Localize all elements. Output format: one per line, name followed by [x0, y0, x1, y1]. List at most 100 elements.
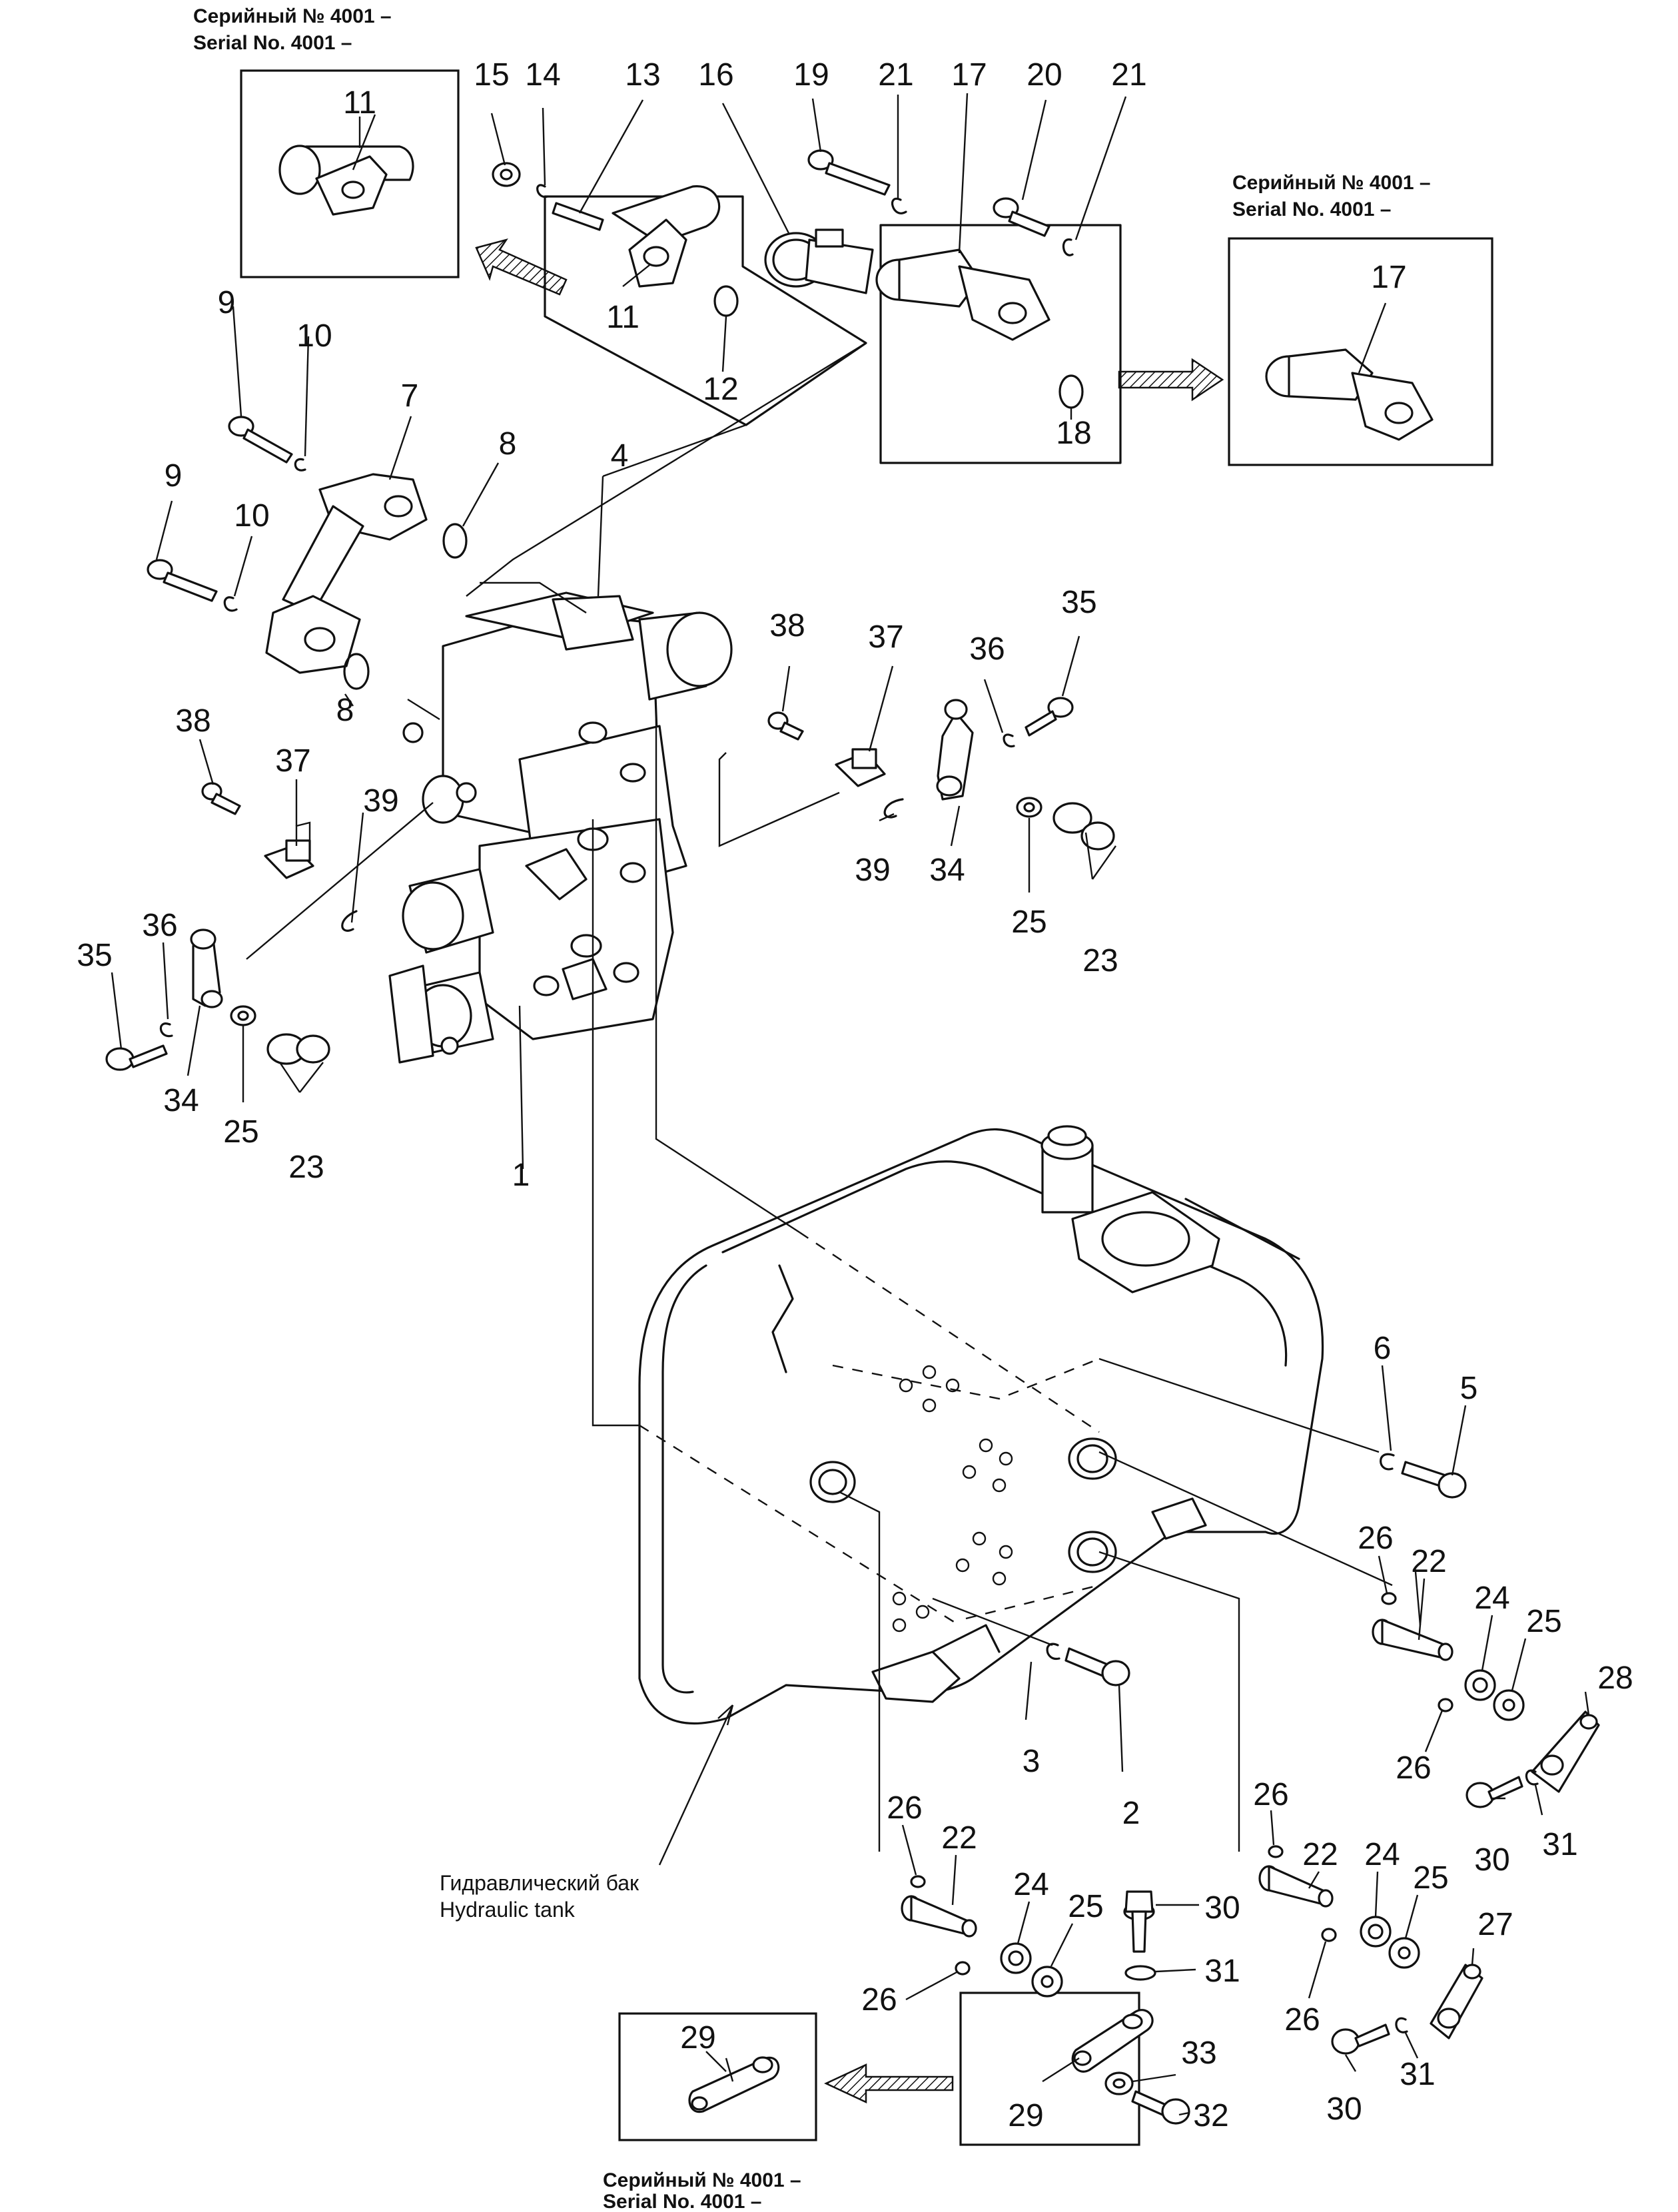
callout-23-left: 23	[288, 1150, 324, 1185]
washer-33	[1104, 2071, 1134, 2095]
callout-4: 4	[611, 438, 629, 474]
washer-10-upper	[294, 458, 306, 472]
control-valve-1	[388, 591, 733, 1064]
svg-text:Серийный № 4001 –: Серийный № 4001 –	[603, 2169, 801, 2191]
washer-25-left	[230, 1005, 256, 1026]
callout-35-right: 35	[1061, 585, 1096, 620]
callout-36-left: 36	[142, 908, 177, 943]
callout-31-lr: 31	[1400, 2057, 1435, 2092]
pin-26-upper-right-b	[1438, 1698, 1454, 1712]
lever-34-left	[190, 928, 223, 1008]
hydraulic-tank-caption: Гидравлический бак Hydraulic tank	[440, 1871, 639, 1922]
shaft-22-center	[901, 1895, 977, 1938]
serial-note-top-right: Серийный № 4001 – Serial No. 4001 –	[1232, 172, 1431, 220]
svg-text:Serial No. 4001 –: Serial No. 4001 –	[603, 2191, 761, 2212]
callout-11: 11	[606, 300, 639, 335]
washer-25-lower-right	[1388, 1937, 1420, 1969]
callout-1: 1	[512, 1158, 530, 1193]
callout-30-lr: 30	[1326, 2091, 1362, 2127]
callout-numbers: 11 15 14 13 16 19 21 17 20 21 17 11 12 1…	[77, 57, 1633, 2133]
callout-19: 19	[793, 57, 829, 93]
arrow-to-inset-29	[824, 2063, 954, 2103]
clamp-16	[764, 228, 874, 294]
washer-10-lower	[223, 596, 238, 612]
callout-15: 15	[474, 57, 509, 93]
serial-note-top-left: Серийный № 4001 – Serial No. 4001 –	[193, 5, 392, 54]
shaft-22-lower-right	[1258, 1865, 1334, 1908]
callout-29: 29	[1008, 2098, 1043, 2133]
callout-30-c: 30	[1204, 1890, 1240, 1926]
callout-14: 14	[525, 57, 560, 93]
nut-15	[492, 162, 521, 187]
inset-box-pipe-17	[1228, 237, 1493, 466]
washer-21-left	[891, 197, 907, 214]
svg-text:Серийный № 4001 –: Серийный № 4001 –	[193, 5, 392, 27]
callout-9-lower: 9	[165, 458, 183, 494]
washer-25-right	[1016, 797, 1043, 818]
callout-31-ur: 31	[1542, 1827, 1577, 1862]
callout-26-ur-b: 26	[1396, 1750, 1431, 1786]
callout-26-c-a: 26	[887, 1790, 922, 1826]
o-ring-12	[713, 285, 739, 317]
washer-14	[536, 184, 549, 198]
svg-text:Гидравлический бак: Гидравлический бак	[440, 1871, 639, 1895]
callout-31-c: 31	[1204, 1954, 1240, 1989]
callout-28: 28	[1597, 1660, 1633, 1696]
callout-22-ur: 22	[1411, 1544, 1446, 1579]
svg-text:Serial No. 4001 –: Serial No. 4001 –	[1232, 198, 1391, 220]
callout-17: 17	[951, 57, 987, 93]
bolt-35-left	[105, 1044, 168, 1071]
pin-26-center-a	[910, 1875, 926, 1888]
arrow-to-inset-17	[1118, 358, 1224, 402]
washer-24-lower-right	[1360, 1916, 1392, 1948]
washer-24-center	[1000, 1942, 1032, 1974]
pin-26-center-b	[955, 1961, 971, 1976]
lever-29	[1071, 2009, 1154, 2073]
bolt-9-upper	[228, 416, 293, 464]
callout-13: 13	[625, 57, 660, 93]
bushing-23-left	[266, 1033, 330, 1065]
bolt-38-right	[767, 711, 804, 741]
callout-7: 7	[401, 378, 419, 414]
callout-25-c: 25	[1068, 1889, 1103, 1924]
shaft-22-upper-right	[1372, 1619, 1454, 1661]
callout-22-lr: 22	[1302, 1837, 1338, 1872]
pin-26-upper-right-a	[1381, 1592, 1397, 1605]
pin-39-right	[883, 798, 904, 819]
callout-24-c: 24	[1013, 1867, 1049, 1902]
bolt-35-right	[1025, 697, 1074, 737]
callout-37-right: 37	[868, 619, 903, 655]
elbow-7	[265, 473, 428, 674]
callout-9-upper: 9	[218, 285, 236, 320]
callout-16: 16	[698, 57, 733, 93]
serial-note-bottom: Серийный № 4001 – Serial No. 4001 –	[603, 2169, 801, 2212]
callout-17-inset: 17	[1371, 260, 1406, 295]
bracket-37-left	[264, 821, 314, 879]
callout-26-c-b: 26	[861, 1982, 897, 2018]
washer-6	[1380, 1453, 1395, 1471]
callout-8-upper: 8	[499, 426, 517, 462]
hydraulic-tank	[638, 1125, 1324, 1724]
callout-26-lr-a: 26	[1253, 1777, 1288, 1812]
inset-box-elbow-11	[240, 69, 460, 278]
stud-13	[552, 202, 604, 231]
callout-25-right: 25	[1011, 905, 1047, 940]
callout-3: 3	[1023, 1744, 1041, 1779]
bolt-30-center	[1123, 1890, 1155, 1953]
callout-21-right: 21	[1111, 57, 1146, 93]
callout-39-right: 39	[855, 853, 890, 888]
callout-25-ur: 25	[1526, 1604, 1561, 1639]
pin-26-lower-right-b	[1321, 1928, 1337, 1942]
bolt-38-left	[201, 782, 241, 815]
callout-34-right: 34	[929, 853, 965, 888]
callout-25-left: 25	[223, 1114, 258, 1150]
callout-34-left: 34	[163, 1083, 199, 1118]
bolt-5	[1401, 1461, 1467, 1499]
bolt-19	[807, 149, 891, 196]
connector-lines	[246, 342, 1393, 1852]
washer-36-left	[159, 1022, 173, 1038]
bolt-32	[1131, 2090, 1190, 2125]
svg-text:Serial No. 4001 –: Serial No. 4001 –	[193, 32, 352, 54]
callout-27: 27	[1477, 1907, 1513, 1942]
